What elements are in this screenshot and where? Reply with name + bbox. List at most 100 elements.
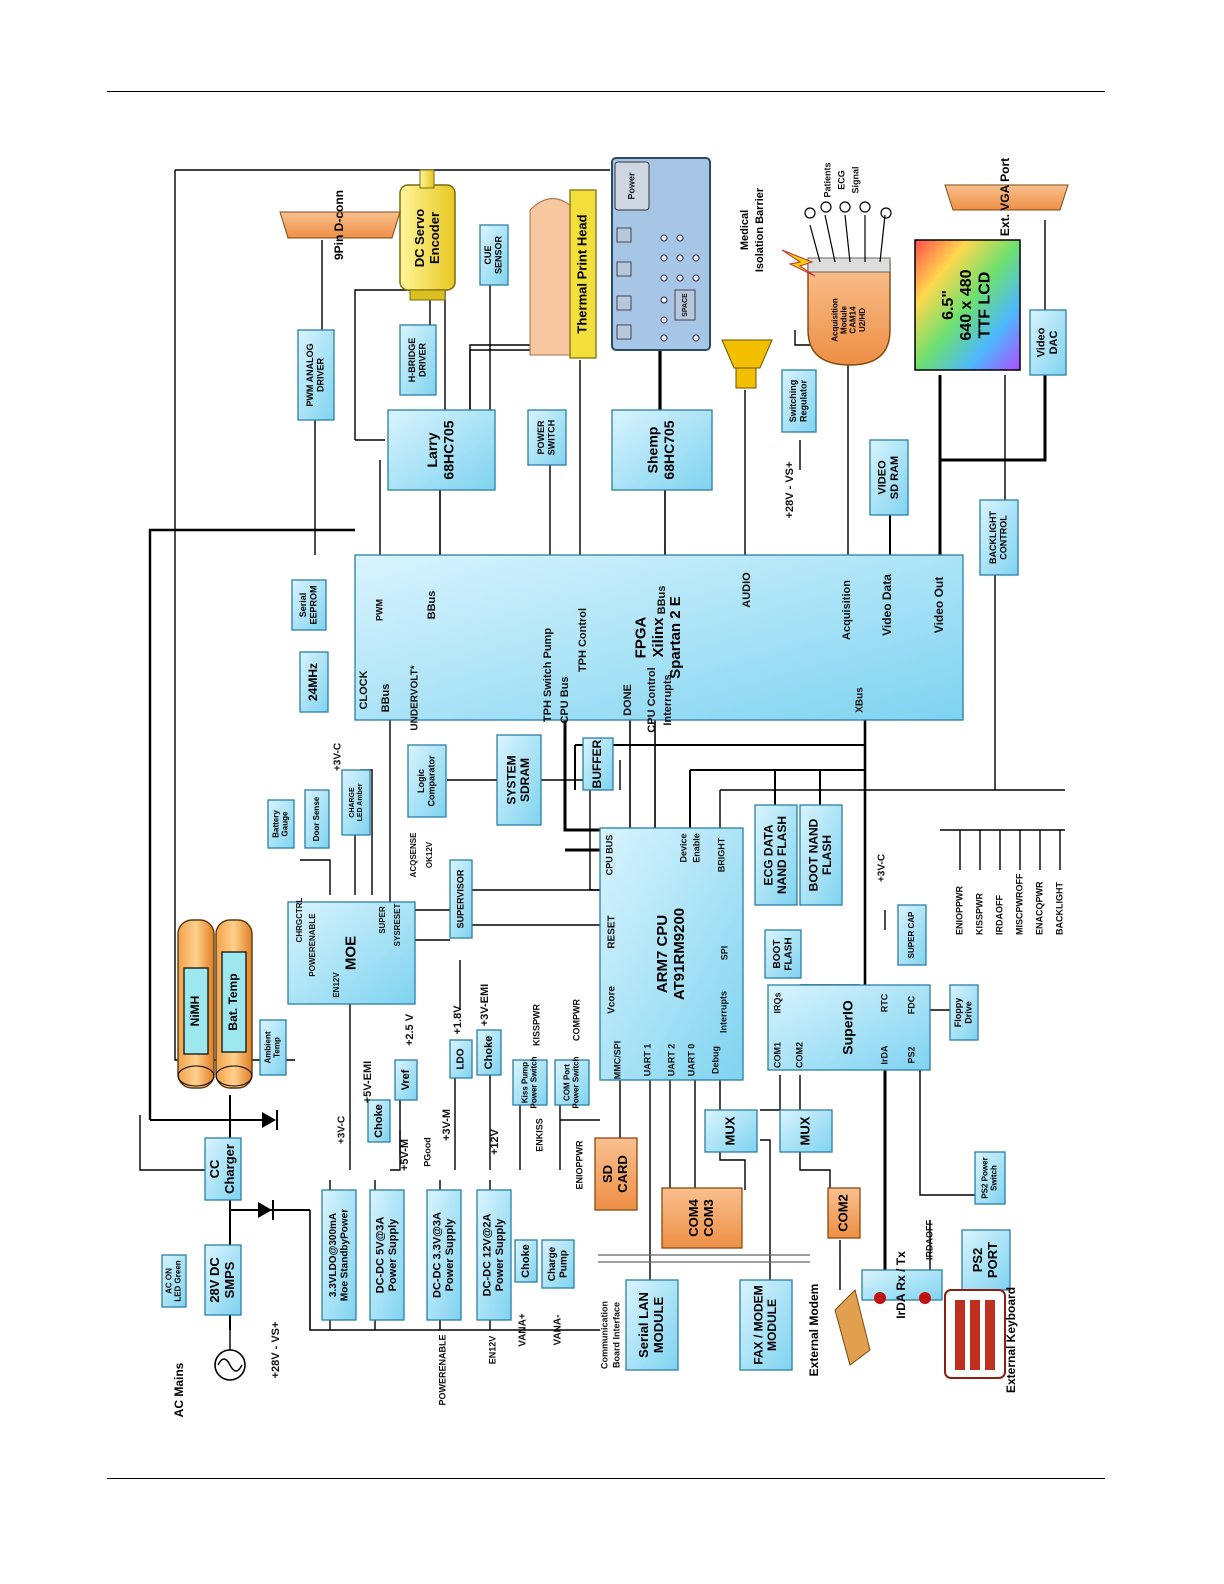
lcd-panel — [914, 239, 1021, 371]
moe-pin-chrgctrl: CHRGCTRL — [295, 897, 304, 942]
switching-reg-block — [781, 369, 817, 433]
battery-gauge-block — [267, 799, 295, 849]
backlight-ctrl-label-2: CONTROL — [999, 515, 1009, 560]
thermal-print-head-icon — [529, 189, 597, 359]
rail-acqsense: ACQSENSE — [409, 832, 418, 878]
video-sdram-label-1: VIDEO — [877, 460, 889, 495]
ac-mains-label: AC Mains — [172, 1362, 186, 1417]
video-sdram-label-2: SD RAM — [889, 456, 901, 499]
cpu-pin-mmc-spi: MMC/SPI — [612, 1041, 622, 1080]
power-switch-label-1: POWER — [536, 420, 546, 455]
diode-upper — [262, 1110, 278, 1130]
bat-temp-label-1: Bat. Temp — [226, 973, 240, 1030]
choke3-block — [514, 1239, 538, 1283]
ecg-leads-icon — [804, 201, 892, 263]
com-port-switch-label-1: COM Port — [563, 1064, 572, 1101]
rail-v28-left: +28V - VS+ — [270, 1322, 282, 1379]
fpga-label-1: FPGA — [633, 617, 650, 659]
isolation-label-1: Medical — [739, 210, 751, 250]
logic-comp-block — [407, 744, 447, 818]
mux1-label-1: MUX — [722, 1116, 737, 1145]
battery-gauge-label-1: Battery — [272, 810, 281, 838]
boot-flash-block — [764, 929, 802, 979]
ps2-switch-label-2: Switch — [990, 1165, 999, 1191]
cue-sensor-label-2: SENSOR — [494, 235, 504, 274]
patients-ecg-label-3: Signal — [850, 166, 860, 193]
rail-enkiss: ENKISS — [534, 1118, 544, 1152]
cpu-pin-device-label-2: Enable — [691, 833, 701, 863]
serial-lan-label-2: MODULE — [651, 1297, 666, 1354]
rail-vana-p: VANA+ — [518, 1313, 529, 1347]
keypad-power-button[interactable] — [614, 161, 650, 211]
charge-pump-block — [541, 1239, 575, 1289]
superio-pin-com1: COM1 — [772, 1042, 782, 1068]
isolation-label-2: Isolation Barrier — [754, 187, 766, 272]
choke2-block — [476, 1029, 502, 1076]
kiss-pump-label-2: Power Switch — [530, 1056, 539, 1108]
acq-module-label-4: U2/HD — [858, 308, 867, 332]
switching-reg-label-2: Regulator — [799, 380, 809, 423]
com-port-switch-label-2: Power Switch — [572, 1056, 581, 1108]
keypad-space-label: SPACE — [682, 293, 689, 317]
cpu-label-1: ARM7 CPU — [654, 915, 671, 993]
rail-irdaoff: IRDAOFF — [924, 1220, 934, 1260]
isolation-bolt-icon — [781, 249, 816, 277]
lcd-label-3: TTF LCD — [977, 272, 994, 339]
top-rule — [107, 91, 1105, 92]
charge-pump-label-2: Pump — [558, 1250, 569, 1278]
cpu-pin-spi: SPI — [719, 946, 729, 961]
boot-flash-label-1: BOOT — [772, 940, 783, 969]
cue-sensor-block — [479, 224, 509, 286]
ps-5v-label-1: DC-DC 5V@3A — [375, 1217, 387, 1294]
ac-led-block — [161, 1254, 187, 1308]
moe-block — [287, 901, 416, 1005]
rail-v12: +12V — [489, 1128, 501, 1155]
rail-v3c-top: +3V-C — [333, 743, 344, 771]
dc-servo-motor-icon — [399, 169, 456, 301]
irda-label-1: IrDA Rx / Tx — [894, 1251, 908, 1319]
cpu-pin-device-label-1: Device — [678, 833, 688, 862]
acq-module-label-2: Module — [840, 305, 849, 334]
fpga-pin-video-data: Video Data — [880, 574, 894, 636]
rail-v5m: +5V-M — [399, 1139, 411, 1171]
patients-ecg-label-1: Patients — [822, 162, 832, 197]
supervisor-block — [449, 859, 473, 939]
hbridge-block — [399, 324, 437, 396]
external-modem-label: External Modem — [807, 1284, 821, 1377]
ps-12v-label-2: Power Supply — [494, 1218, 506, 1292]
mux2-block — [779, 1109, 833, 1153]
fpga-label-2: Xilinx — [650, 617, 667, 658]
serial-eeprom-label-2: EEPROM — [309, 585, 319, 624]
floppy-label-1: Floppy — [953, 998, 963, 1028]
fpga-pin-tph-switch: TPH Switch Pump — [542, 628, 554, 722]
system-sdram-label-1: SYSTEM — [504, 755, 518, 804]
choke2-label-1: Choke — [483, 1036, 495, 1070]
superio-pin-rtc: RTC — [879, 993, 889, 1012]
bus-signal-4: MISCPWROFF — [1014, 873, 1024, 935]
keyboard-icon — [944, 1289, 1006, 1379]
cpu-pin-uart2: UART 2 — [666, 1044, 676, 1077]
rail-enioppwr: ENIOPPWR — [574, 1140, 584, 1190]
larry-label-2: 68HC705 — [440, 420, 456, 479]
logic-comp-label-1: Logic — [416, 769, 426, 793]
diode-lower — [258, 1200, 274, 1220]
mux1-block — [704, 1109, 758, 1153]
charge-led-label-1: CHARGE — [349, 787, 356, 818]
speaker-icon — [721, 339, 773, 389]
pwm-driver-label-2: DRIVER — [316, 358, 326, 393]
bottom-rule — [107, 1478, 1105, 1479]
com43-label-1: COM4 — [686, 1198, 701, 1236]
ps-33v-label-2: Power Supply — [444, 1218, 456, 1292]
battery-pack-icon — [177, 919, 253, 1089]
com2-label-1: COM2 — [835, 1194, 850, 1232]
comm-board-label-2: Board Interface — [611, 1302, 621, 1368]
kiss-pump-block — [512, 1059, 548, 1106]
comm-board-label-1: Communication — [599, 1301, 609, 1369]
charger-label-2: Charger — [222, 1144, 237, 1194]
dconn-port-shape — [279, 211, 401, 239]
acq-module-label-3: CAM14 — [849, 306, 858, 334]
smps-block — [204, 1244, 242, 1316]
bus-signal-6: BACKLIGHT — [1054, 882, 1064, 935]
rail-compwr: COMPWR — [571, 999, 581, 1041]
door-sense-block — [304, 789, 330, 849]
